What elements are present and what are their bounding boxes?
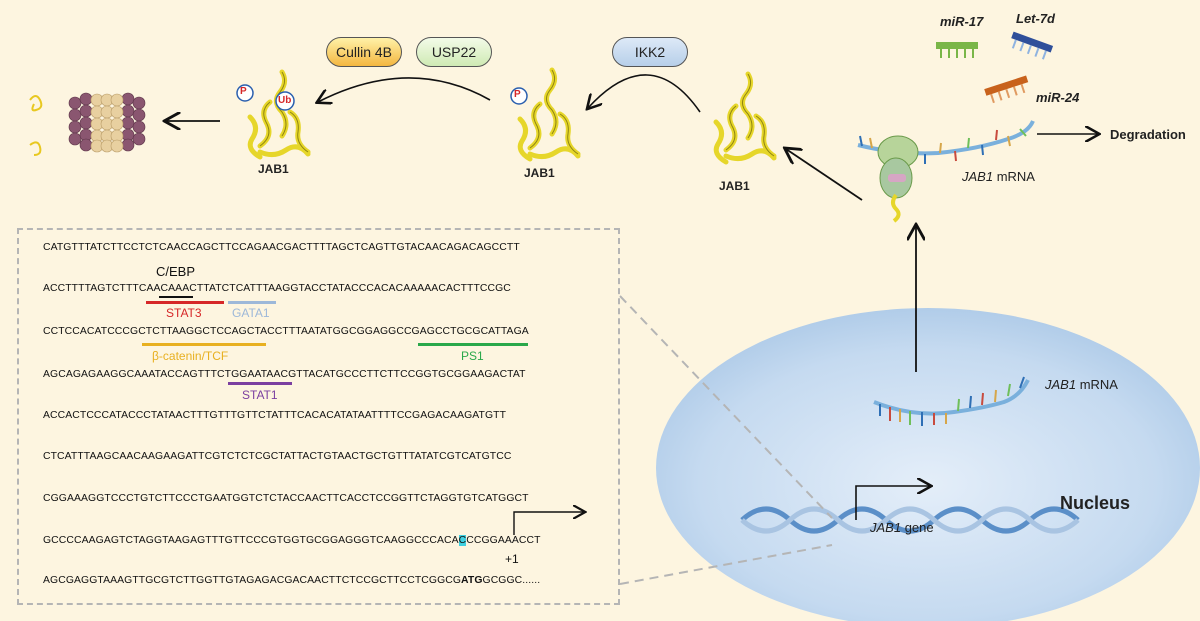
arrow-translation [786,149,863,201]
sequence-line-3: CCTCCACATCCCGCTCTTAAGGCTCCAGCTACCTTTAATA… [43,326,529,337]
tss-arrow-nucleus [855,486,930,520]
sequence-line-9: AGCGAGGTAAAGTTGCGTCTTGGTTGTAGAGACGACAACT… [43,575,540,586]
jab1-label: JAB1 [524,166,555,180]
cyto-mrna-label: JAB1 mRNA [962,169,1035,184]
sequence-line-8-pre: GCCCCAAGAGTCTAGGTAAGAGTTTGTTCCCGTGGTGCGG… [43,535,459,546]
ps1-label: PS1 [461,349,484,363]
arrow-ubiquitination [318,77,491,102]
ribosome-icon [877,135,919,223]
stat3-label: STAT3 [166,306,202,320]
nucleus-shape [656,308,1200,621]
sequence-line-8-post: CCGGAAACCT [466,535,541,546]
sequence-line-1: CATGTTTATCTTCCTCTCAACCAGCTTCCAGAACGACTTT… [43,242,520,253]
sequence-line-5: ACCACTCCCATACCCTATAACTTTGTTTGTTCTATTTCAC… [43,410,507,421]
jab1-protein-icon [247,69,311,160]
stat1-underline [228,382,292,385]
let7d-icon [1011,31,1054,60]
ubiquitin-marker-icon [275,91,295,111]
cullin4b-enzyme: Cullin 4B [326,37,402,67]
sequence-line-4: AGCAGAGAAGGCAAATACCAGTTTCTGGAATAACGTTACA… [43,369,526,380]
gata1-label: GATA1 [232,306,270,320]
cebp-underline [159,296,193,298]
cebp-label: C/EBP [156,264,196,279]
sequence-line-9-post: GCGGC...... [482,575,541,586]
tss-arrow-sequence [513,512,584,535]
jab1-label: JAB1 [719,179,750,193]
proteasome-icon [68,92,146,153]
ps1-underline [418,343,528,346]
ubiquitin-label: Ub [278,95,292,106]
cyto-mrna-gene: JAB1 [962,169,994,184]
betacatenin-underline [142,343,266,346]
gata1-underline [228,301,276,304]
ikk2-enzyme: IKK2 [612,37,688,67]
usp22-enzyme: USP22 [416,37,492,67]
cyto-mrna-suffix: mRNA [993,169,1035,184]
nucleus-title: Nucleus [1060,493,1131,513]
mir24-label: miR-24 [1036,90,1080,105]
nuclear-mrna-label: JAB1 mRNA [1045,377,1118,392]
stat3-underline [146,301,224,304]
arrow-phosphorylation [588,74,701,113]
tss-label: +1 [505,552,519,566]
degradation-label: Degradation [1110,127,1186,142]
sequence-line-2: ACCTTTTAGTCTTTCAACAAACTTATCTCATTTAAGGTAC… [43,283,511,294]
sequence-line-8: GCCCCAAGAGTCTAGGTAAGAGTTTGTTCCCGTGGTGCGG… [43,535,541,546]
tss-nucleotide: C [458,535,467,546]
betacatenin-label: β-catenin/TCF [152,349,229,363]
mir17-label: miR-17 [940,14,984,29]
zoom-line-bottom [619,544,833,585]
stat1-label: STAT1 [242,388,278,402]
peptide-fragment-icon [29,95,43,156]
phospho-marker-icon [236,84,254,102]
dna-helix-icon [740,506,1080,534]
gene-label: JAB1 gene [870,520,934,535]
sequence-line-9-pre: AGCGAGGTAAAGTTGCGTCTTGGTTGTAGAGACGACAACT… [43,575,462,586]
phospho-marker-icon [510,87,528,105]
nuclear-mrna-gene: JAB1 [1045,377,1077,392]
gene-suffix: gene [901,520,934,535]
start-codon: ATG [461,575,483,586]
jab1-protein-icon [713,71,777,165]
sequence-line-7: CGGAAAGGTCCCTGTCTTCCCTGAATGGTCTCTACCAACT… [43,493,529,504]
promoter-sequence-panel [17,228,620,605]
zoom-line-top [619,295,833,519]
gene-name: JAB1 [870,520,902,535]
sequence-line-6: CTCATTTAAGCAACAAGAAGATTCGTCTCTCGCTATTACT… [43,451,512,462]
nuclear-mrna-icon [873,376,1030,426]
phospho-label: P [514,89,521,100]
jab1-protein-icon [517,67,581,162]
mir17-icon [936,42,978,58]
phospho-label: P [240,86,247,97]
jab1-label: JAB1 [258,162,289,176]
mir24-icon [984,75,1029,104]
let7d-label: Let-7d [1016,11,1055,26]
nuclear-mrna-suffix: mRNA [1076,377,1118,392]
